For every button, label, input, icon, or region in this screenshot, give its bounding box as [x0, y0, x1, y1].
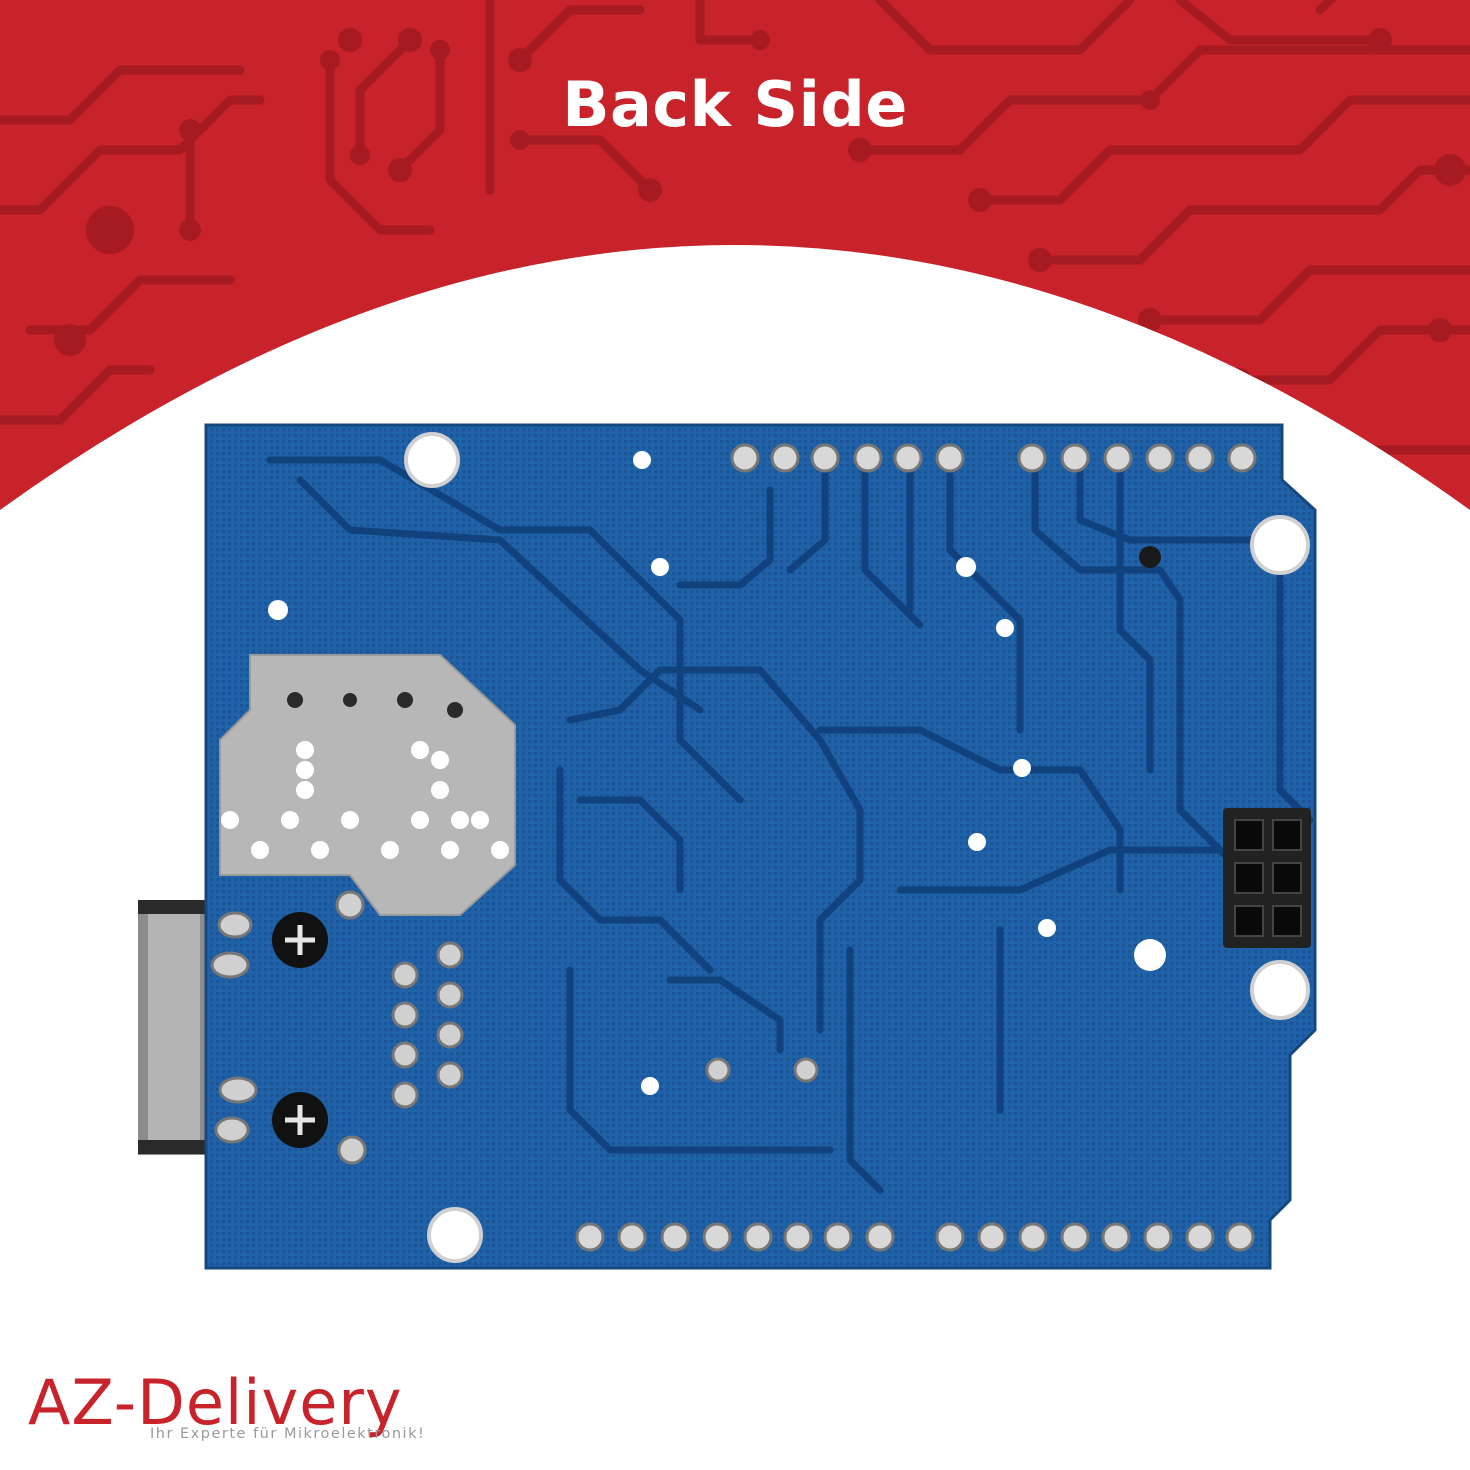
top-header-pins [730, 443, 1257, 473]
bottom-header-pins [575, 1222, 1255, 1252]
ethernet-shield-board [138, 423, 1317, 1270]
brand-name: AZ-Delivery [28, 1366, 403, 1439]
rj45-jack-icon [138, 900, 208, 1155]
page-title: Back Side [562, 68, 908, 141]
circuit-pads [54, 28, 1466, 462]
shield-plate [219, 654, 516, 916]
icsp-header-icon [1223, 808, 1311, 948]
brand-logo: AZ-Delivery Ihr Experte für Mikroelektro… [28, 1368, 498, 1458]
brand-tagline: Ihr Experte für Mikroelektronik! [150, 1426, 426, 1442]
